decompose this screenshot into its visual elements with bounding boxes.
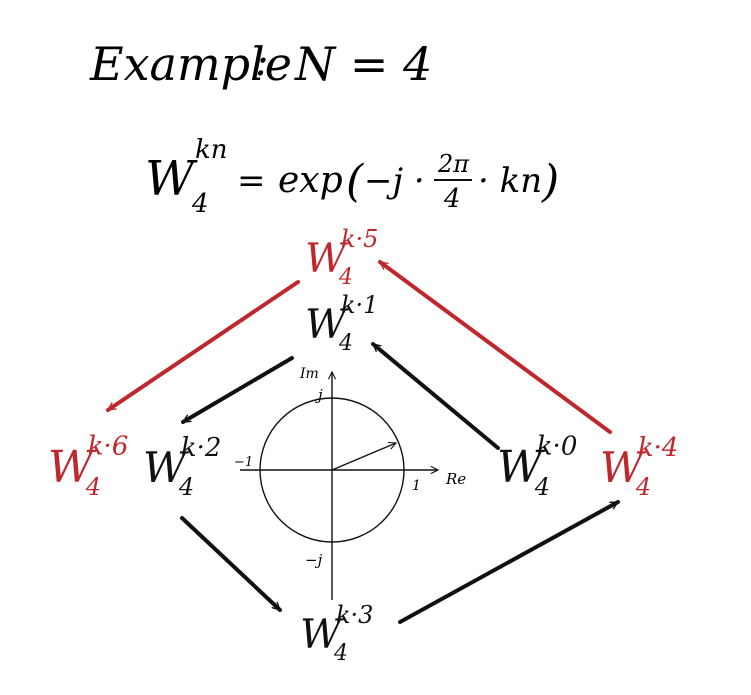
tick-label-j: j [315, 386, 323, 404]
twiddle-subscript: 4 [534, 473, 550, 501]
twiddle-label-k2: W4 k·2 [143, 433, 221, 501]
twiddle-subscript: 4 [85, 473, 101, 501]
formula-fraction-denominator: 4 [443, 184, 461, 214]
formula-equals: = [237, 161, 266, 201]
twiddle-label-k6: W4 k·6 [48, 432, 128, 501]
twiddle-superscript: k·6 [88, 432, 129, 462]
formula-lhs-base: W [145, 151, 198, 207]
twiddle-base: W [48, 442, 97, 493]
twiddle-base: W [600, 443, 647, 492]
arrow-k4-to-k5 [378, 260, 612, 434]
twiddle-label-k1: W4 k·1 [305, 291, 378, 356]
twiddle-superscript: k·4 [638, 433, 679, 463]
formula-minus-j: −j · [364, 161, 425, 201]
twiddle-label-k0: W4 k·0 [497, 432, 577, 501]
twiddle-label-k3: W4 k·3 [300, 601, 373, 666]
formula-fraction-numerator: 2π [437, 150, 470, 178]
axis-label-re: Re [445, 470, 466, 488]
twiddle-formula: W 4 kn = exp ( −j · 2π 4 · kn ) [145, 135, 559, 219]
tick-label-1: 1 [412, 478, 421, 494]
twiddle-label-k5: W4 k·5 [305, 225, 378, 290]
twiddle-subscript: 4 [338, 331, 353, 356]
twiddle-subscript: 4 [178, 473, 194, 501]
twiddle-base: W [300, 612, 344, 658]
twiddle-superscript: k·2 [181, 433, 222, 463]
twiddle-superscript: k·5 [341, 225, 378, 253]
tick-label-neg-j: −j [305, 551, 323, 569]
arrow-k1-to-k2 [181, 356, 294, 424]
formula-open-paren: ( [346, 156, 364, 207]
twiddle-superscript: k·1 [341, 291, 378, 319]
red-rotation-arrows [106, 260, 612, 434]
twiddle-subscript: 4 [338, 265, 353, 290]
twiddle-base: W [305, 236, 349, 282]
arrow-k2-to-k3 [180, 516, 282, 612]
arrow-k0-to-k1 [371, 342, 500, 450]
formula-func: exp [278, 160, 343, 201]
twiddle-label-k4: W4 k·4 [600, 433, 678, 501]
twiddle-superscript: k·3 [336, 601, 373, 629]
twiddle-base: W [305, 302, 349, 348]
twiddle-subscript: 4 [333, 641, 348, 666]
twiddle-superscript: k·0 [537, 432, 578, 462]
arrow-k3-to-k4 [398, 500, 620, 624]
axis-label-im: Im [299, 366, 319, 382]
heading-prefix: Example [89, 37, 292, 91]
heading-expression: N = 4 [294, 37, 432, 91]
formula-lhs-sub: 4 [191, 189, 209, 219]
arrow-k5-to-k6 [106, 280, 300, 412]
twiddle-base: W [143, 443, 190, 492]
formula-tail: · kn [478, 161, 542, 201]
formula-lhs-sup: kn [195, 135, 228, 165]
twiddle-base: W [497, 442, 546, 493]
formula-close-paren: ) [541, 156, 559, 207]
heading-colon: : [255, 39, 268, 85]
twiddle-subscript: 4 [635, 473, 651, 501]
tick-label-neg-1: −1 [234, 455, 253, 470]
unit-circle-plot: Im Re j −j 1 −1 [234, 366, 466, 600]
phasor-arrow [331, 443, 396, 471]
black-rotation-arrows [180, 342, 620, 624]
heading: Example : N = 4 [89, 37, 432, 91]
